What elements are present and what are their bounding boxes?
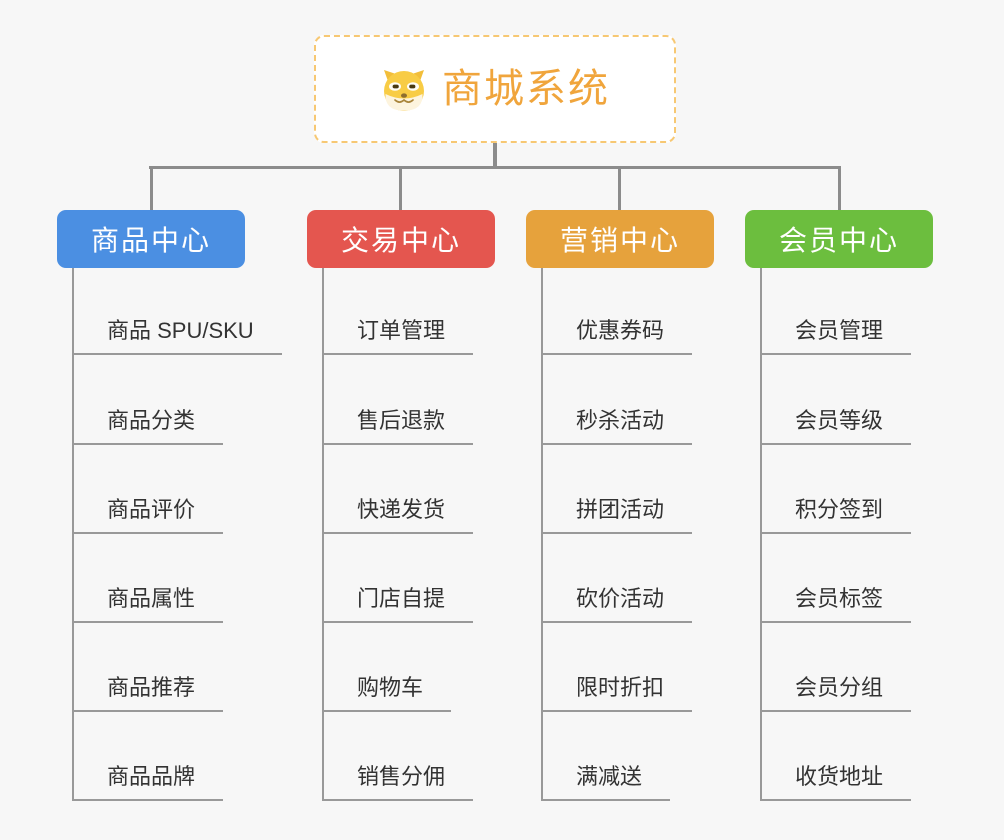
branch-body-product-center: 商品 SPU/SKU 商品分类商品评价商品属性商品推荐商品品牌 <box>57 268 282 840</box>
leaf-node[interactable]: 秒杀活动 <box>541 407 693 445</box>
leaf-node[interactable]: 售后退款 <box>322 407 474 445</box>
connector-drop-trade <box>399 166 402 210</box>
leaf-node[interactable]: 积分签到 <box>760 496 912 534</box>
branch-items-product-center: 商品 SPU/SKU 商品分类商品评价商品属性商品推荐商品品牌 <box>57 268 282 840</box>
root-title: 商城系统 <box>442 67 610 111</box>
leaf-node[interactable]: 门店自提 <box>322 585 474 623</box>
leaf-node[interactable]: 砍价活动 <box>541 585 693 623</box>
leaf-node[interactable]: 商品品牌 <box>72 763 224 801</box>
leaf-node[interactable]: 会员标签 <box>760 585 912 623</box>
connector-horizontal-bar <box>149 166 841 169</box>
branch-header-trade-center[interactable]: 交易中心 <box>307 210 495 268</box>
leaf-node[interactable]: 优惠券码 <box>541 317 693 355</box>
branch-body-trade-center: 订单管理售后退款快递发货门店自提购物车销售分佣 <box>307 268 495 840</box>
branch-member-center: 会员中心 会员管理会员等级积分签到会员标签会员分组收货地址 <box>745 210 933 840</box>
leaf-node[interactable]: 会员分组 <box>760 674 912 712</box>
branch-header-marketing-center[interactable]: 营销中心 <box>526 210 714 268</box>
shiba-dog-icon <box>380 67 428 111</box>
leaf-node[interactable]: 商品分类 <box>72 407 224 445</box>
branch-header-product-center[interactable]: 商品中心 <box>57 210 245 268</box>
connector-drop-marketing <box>618 166 621 210</box>
leaf-node[interactable]: 会员等级 <box>760 407 912 445</box>
branch-trunk-line <box>322 268 324 801</box>
branch-product-center: 商品中心 商品 SPU/SKU 商品分类商品评价商品属性商品推荐商品品牌 <box>57 210 282 840</box>
branch-items-member-center: 会员管理会员等级积分签到会员标签会员分组收货地址 <box>745 268 933 840</box>
branch-items-marketing-center: 优惠券码秒杀活动拼团活动砍价活动限时折扣满减送 <box>526 268 714 840</box>
root-node[interactable]: 商城系统 <box>314 35 676 143</box>
branch-body-marketing-center: 优惠券码秒杀活动拼团活动砍价活动限时折扣满减送 <box>526 268 714 840</box>
leaf-node[interactable]: 满减送 <box>541 763 671 801</box>
leaf-node[interactable]: 拼团活动 <box>541 496 693 534</box>
branch-items-trade-center: 订单管理售后退款快递发货门店自提购物车销售分佣 <box>307 268 495 840</box>
branch-header-member-center[interactable]: 会员中心 <box>745 210 933 268</box>
leaf-node[interactable]: 商品 SPU/SKU <box>72 317 282 355</box>
branch-body-member-center: 会员管理会员等级积分签到会员标签会员分组收货地址 <box>745 268 933 840</box>
leaf-node[interactable]: 购物车 <box>322 674 452 712</box>
leaf-node[interactable]: 商品属性 <box>72 585 224 623</box>
leaf-node[interactable]: 商品推荐 <box>72 674 224 712</box>
connector-root-stub <box>493 143 497 169</box>
branch-trunk-line <box>72 268 74 801</box>
leaf-node[interactable]: 限时折扣 <box>541 674 693 712</box>
leaf-node[interactable]: 快递发货 <box>322 496 474 534</box>
leaf-node[interactable]: 收货地址 <box>760 763 912 801</box>
connector-drop-product <box>150 166 153 210</box>
leaf-node[interactable]: 商品评价 <box>72 496 224 534</box>
leaf-node[interactable]: 销售分佣 <box>322 763 474 801</box>
branch-trade-center: 交易中心 订单管理售后退款快递发货门店自提购物车销售分佣 <box>307 210 495 840</box>
connector-drop-member <box>838 166 841 210</box>
branch-trunk-line <box>760 268 762 801</box>
branch-trunk-line <box>541 268 543 801</box>
leaf-node[interactable]: 订单管理 <box>322 317 474 355</box>
leaf-node[interactable]: 会员管理 <box>760 317 912 355</box>
branch-marketing-center: 营销中心 优惠券码秒杀活动拼团活动砍价活动限时折扣满减送 <box>526 210 714 840</box>
